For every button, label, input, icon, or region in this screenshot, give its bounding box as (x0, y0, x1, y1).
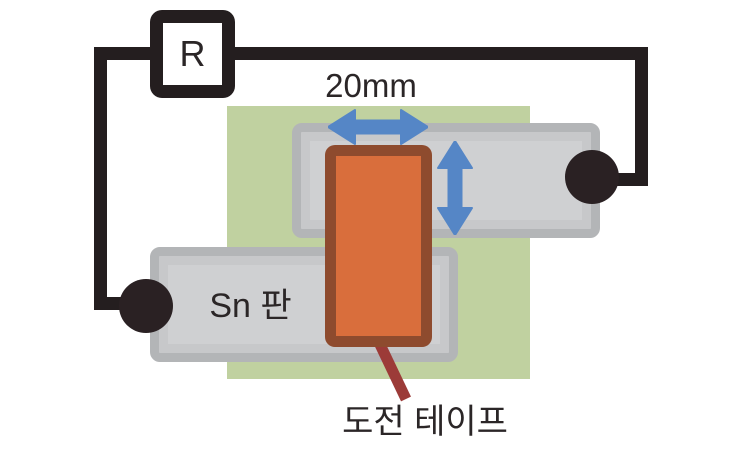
wire-right-vertical (635, 47, 648, 186)
wire-left-vertical (94, 47, 107, 310)
resistor-box: R (150, 10, 235, 98)
wire-left-horizontal (95, 47, 152, 60)
horizontal-double-arrow-icon (328, 109, 428, 145)
wire-right-horizontal (233, 47, 648, 60)
conductive-tape (325, 145, 432, 347)
wire-right-terminal-stub (612, 173, 648, 186)
left-terminal-contact-icon (119, 279, 173, 333)
conductive-tape-label: 도전 테이프 (342, 403, 508, 441)
dimension-label: 20mm (325, 67, 417, 104)
resistor-label: R (179, 33, 206, 74)
vertical-double-arrow-icon (437, 141, 473, 235)
sn-plate-label: Sn 판 (209, 287, 292, 325)
right-terminal-contact-icon (565, 150, 619, 204)
